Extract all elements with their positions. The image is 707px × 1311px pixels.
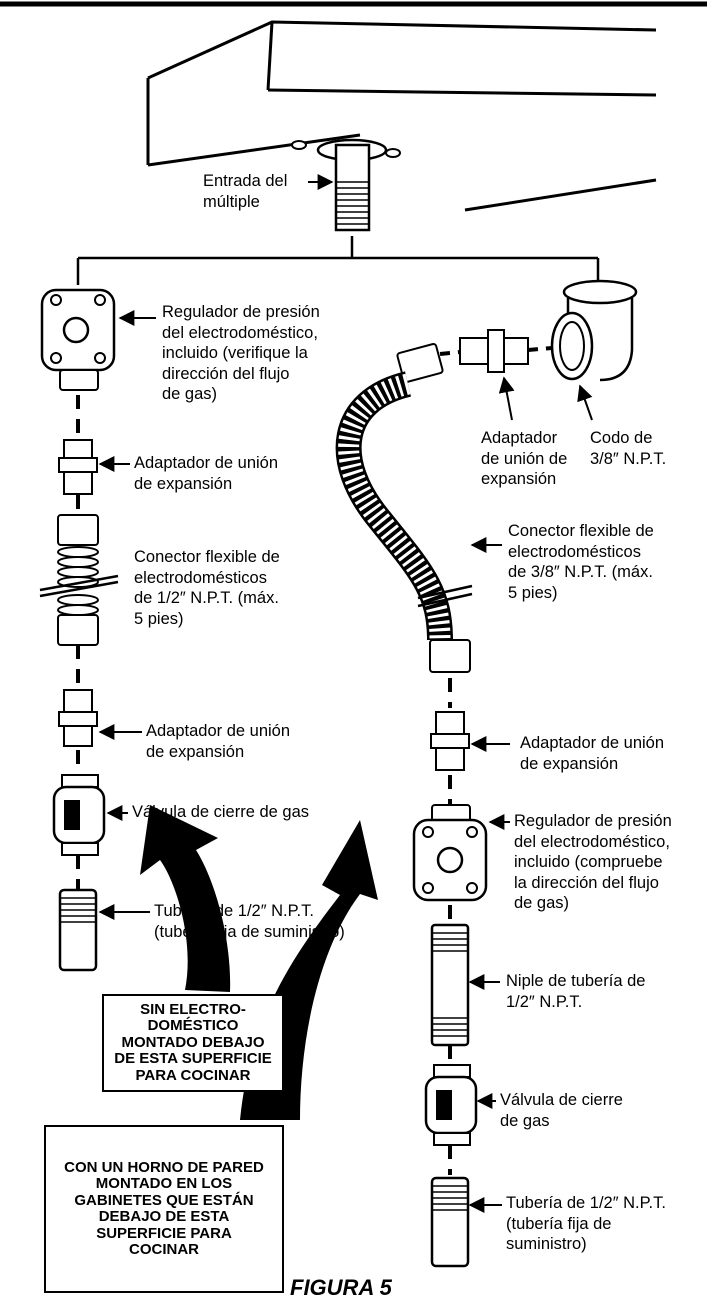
- mounting-hole: [291, 140, 307, 150]
- label-right-union-adapter: Adaptador de unión de expansión: [520, 734, 665, 773]
- right-top-union-adapter: [459, 329, 529, 373]
- left-leaders: [98, 310, 156, 920]
- branch-lines: [76, 236, 600, 285]
- label-left-pipe: Tubería de 1/2″ N.P.T. (tubería fija de …: [154, 902, 345, 941]
- label-right-nipple: Niple de tubería de 1/2″ N.P.T.: [506, 972, 646, 1011]
- mounting-hole: [385, 148, 401, 158]
- label-manifold-inlet: Entrada del múltiple: [203, 172, 288, 211]
- callout-no-appliance: SIN ELECTRO- DOMÉSTICO MONTADO DEBAJO DE…: [102, 994, 284, 1092]
- left-union-adapter-2: [58, 689, 98, 747]
- label-left-union-adapter-2: Adaptador de unión de expansión: [146, 722, 291, 761]
- cooktop-illustration: [146, 20, 657, 212]
- right-leaders: [468, 376, 593, 1213]
- left-shutoff-valve: [52, 774, 106, 856]
- left-flex-connector: [39, 514, 119, 646]
- label-right-regulator: Regulador de presión del electrodoméstic…: [514, 812, 672, 912]
- right-top-dashes: [439, 346, 553, 356]
- callout-wall-oven: CON UN HORNO DE PARED MONTADO EN LOS GAB…: [44, 1125, 284, 1293]
- right-shutoff-valve: [424, 1064, 478, 1146]
- right-nipple: [430, 923, 470, 1047]
- right-flex-connector: [335, 343, 473, 673]
- label-right-flex-connector: Conector flexible de electrodomésticos d…: [508, 522, 654, 602]
- right-union-adapter: [430, 711, 470, 771]
- label-left-flex-connector: Conector flexible de electrodomésticos d…: [134, 548, 280, 628]
- left-regulator: [40, 288, 116, 391]
- label-left-union-adapter-1: Adaptador de unión de expansión: [134, 454, 279, 493]
- label-left-regulator: Regulador de presión del electrodoméstic…: [162, 303, 320, 403]
- left-union-adapter-1: [58, 439, 98, 495]
- label-right-shutoff-valve: Válvula de cierre de gas: [500, 1091, 623, 1130]
- figure-caption: FIGURA 5: [290, 1275, 392, 1300]
- right-elbow: [550, 279, 638, 382]
- manifold-inlet-pipe: [334, 143, 371, 232]
- label-right-elbow: Codo de 3/8″ N.P.T.: [590, 429, 667, 468]
- left-supply-pipe: [58, 888, 98, 972]
- label-right-pipe: Tubería de 1/2″ N.P.T. (tubería fija de …: [506, 1194, 666, 1253]
- label-right-union-adapter-top: Adaptador de unión de expansión: [481, 429, 568, 488]
- label-left-shutoff-valve: Válvula de cierre de gas: [132, 803, 310, 821]
- right-regulator: [412, 804, 488, 902]
- curved-arrow-no-appliance: [140, 805, 231, 992]
- right-supply-pipe: [430, 1176, 470, 1268]
